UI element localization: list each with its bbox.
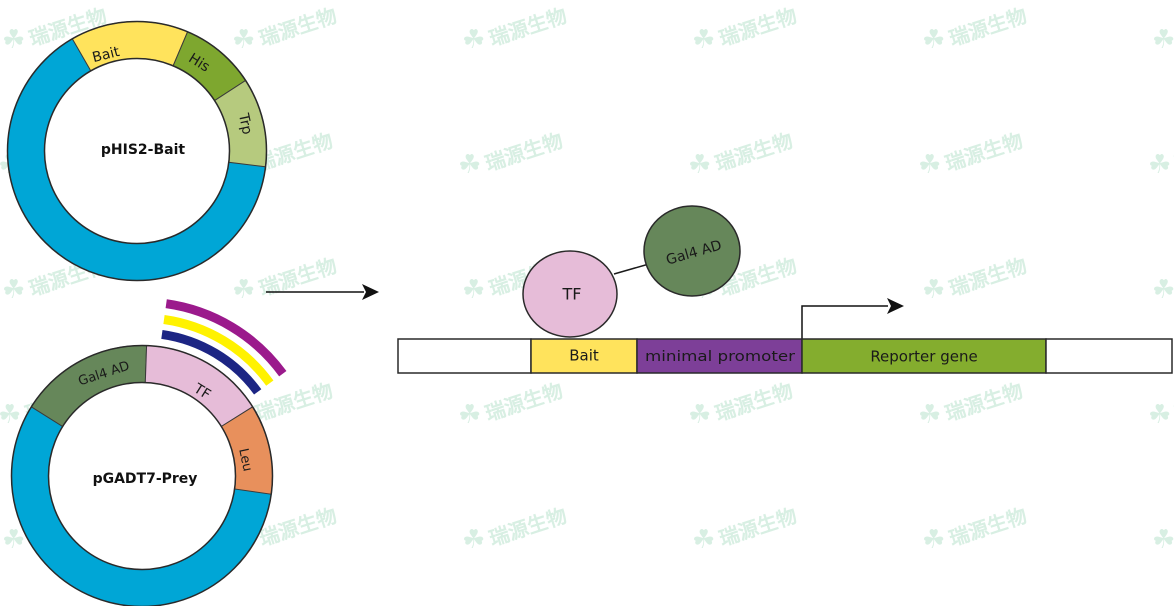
leaf-icon: ☘ [1148, 150, 1171, 180]
watermark-text: 瑞源生物 [716, 503, 800, 551]
watermark-text: 瑞源生物 [712, 128, 796, 176]
arc-navy [161, 329, 262, 395]
watermark-text: 瑞源生物 [712, 378, 796, 426]
plasmid-bait-label-trp: Trp [235, 111, 255, 136]
watermark-tile: ☘瑞源生物 [922, 503, 1030, 555]
plasmid-prey-label-leu: Leu [235, 447, 255, 473]
leaf-icon: ☘ [692, 25, 715, 55]
watermark-tile: ☘瑞源生物 [692, 503, 800, 555]
watermark-text: 瑞源生物 [716, 3, 800, 51]
construct-left-flank [397, 338, 532, 374]
watermark-tile: ☘瑞源生物 [458, 378, 566, 430]
leaf-icon: ☘ [688, 150, 711, 180]
leaf-icon: ☘ [458, 400, 481, 430]
leaf-icon: ☘ [688, 400, 711, 430]
construct-promoter [636, 338, 803, 374]
leaf-icon: ☘ [2, 275, 25, 305]
construct-reporter-label: Reporter gene [870, 348, 977, 366]
leaf-icon: ☘ [1148, 400, 1171, 430]
arc-purple [165, 299, 287, 377]
leaf-icon: ☘ [462, 275, 485, 305]
watermark-tile: ☘瑞源生物 [1152, 525, 1174, 555]
complex-linker [613, 263, 650, 275]
plasmid-bait: Bait His Trp pHIS2-Bait [6, 20, 268, 282]
leaf-icon: ☘ [1152, 25, 1174, 55]
plasmid-prey-outline-outer [10, 344, 274, 606]
watermark-tile: ☘瑞源生物 [1152, 275, 1174, 305]
leaf-icon: ☘ [232, 275, 255, 305]
arc-yellow [163, 315, 274, 386]
watermark-text: 瑞源生物 [946, 253, 1030, 301]
watermark-text: 瑞源生物 [1172, 378, 1174, 426]
transcription-start-arrow [801, 298, 904, 339]
watermark-tile: ☘瑞源生物 [918, 128, 1026, 180]
watermark-tile: ☘瑞源生物 [692, 3, 800, 55]
plasmid-bait-name: pHIS2-Bait [101, 142, 185, 158]
binding-arcs [161, 299, 287, 395]
watermark-tile: ☘瑞源生物 [922, 3, 1030, 55]
watermark-text: 瑞源生物 [1172, 128, 1174, 176]
watermark-tile: ☘瑞源生物 [232, 253, 340, 305]
watermark-tile: ☘瑞源生物 [458, 128, 566, 180]
plasmid-bait-outline-inner [43, 57, 231, 245]
construct-bait-label: Bait [569, 347, 599, 365]
watermark-text: 瑞源生物 [482, 128, 566, 176]
plasmid-prey-label-tf: TF [190, 380, 213, 403]
leaf-icon: ☘ [2, 25, 25, 55]
watermark-text: 瑞源生物 [256, 3, 340, 51]
watermark-tile: ☘瑞源生物 [918, 378, 1026, 430]
transcription-arrow-head [887, 298, 904, 314]
complex-tf-label: TF [562, 285, 582, 304]
watermark-text: 瑞源生物 [486, 503, 570, 551]
watermark-tile: ☘瑞源生物 [462, 3, 570, 55]
process-arrow-head [362, 284, 379, 300]
watermark-tile: ☘瑞源生物 [232, 3, 340, 55]
tf-ad-complex: TF Gal4 AD [522, 205, 741, 338]
leaf-icon: ☘ [918, 150, 941, 180]
leaf-icon: ☘ [462, 525, 485, 555]
watermark-text: 瑞源生物 [486, 3, 570, 51]
leaf-icon: ☘ [692, 525, 715, 555]
watermark-text: 瑞源生物 [946, 3, 1030, 51]
process-arrow [266, 284, 379, 300]
plasmid-bait-outline-outer [6, 20, 268, 282]
watermark-tile: ☘瑞源生物 [1148, 378, 1174, 430]
watermark-tile: ☘瑞源生物 [1152, 25, 1174, 55]
leaf-icon: ☘ [922, 275, 945, 305]
watermark-tile: ☘瑞源生物 [922, 253, 1030, 305]
leaf-icon: ☘ [922, 25, 945, 55]
watermark-tile: ☘瑞源生物 [1148, 128, 1174, 180]
watermark-text: 瑞源生物 [252, 378, 336, 426]
leaf-icon: ☘ [922, 525, 945, 555]
plasmid-prey-name: pGADT7-Prey [93, 471, 198, 487]
watermark-tile: ☘瑞源生物 [462, 503, 570, 555]
plasmid-prey-outline-inner [47, 381, 237, 571]
watermark-tile: ☘瑞源生物 [688, 378, 796, 430]
complex-gal4ad [643, 205, 741, 297]
watermark-text: 瑞源生物 [256, 253, 340, 301]
construct-promoter-label: minimal promoter [645, 349, 795, 365]
leaf-icon: ☘ [1152, 275, 1174, 305]
leaf-icon: ☘ [462, 25, 485, 55]
leaf-icon: ☘ [2, 525, 25, 555]
leaf-icon: ☘ [1152, 525, 1174, 555]
watermark-text: 瑞源生物 [942, 128, 1026, 176]
leaf-icon: ☘ [458, 150, 481, 180]
watermark-tile: ☘瑞源生物 [688, 128, 796, 180]
leaf-icon: ☘ [0, 400, 21, 430]
reporter-construct: Bait minimal promoter Reporter gene [397, 338, 1173, 374]
construct-reporter [801, 338, 1047, 374]
watermark-text: 瑞源生物 [942, 378, 1026, 426]
plasmid-prey: Gal4 AD TF Leu pGADT7-Prey [10, 344, 274, 606]
complex-tf [522, 250, 618, 338]
plasmid-bait-label-bait: Bait [91, 44, 122, 66]
leaf-icon: ☘ [918, 400, 941, 430]
construct-right-flank [1045, 338, 1173, 374]
leaf-icon: ☘ [232, 25, 255, 55]
watermark-text: 瑞源生物 [946, 503, 1030, 551]
watermark-text: 瑞源生物 [482, 378, 566, 426]
